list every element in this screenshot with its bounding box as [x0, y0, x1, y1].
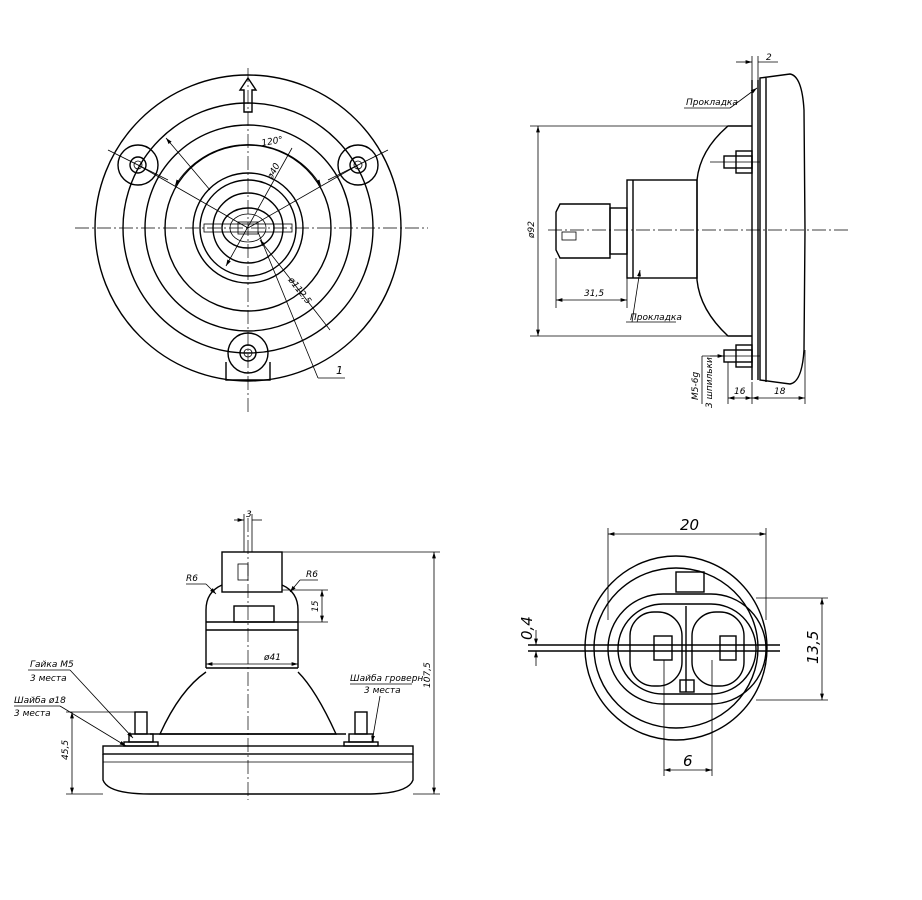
dim-2: 2	[766, 53, 772, 63]
label-3-studs: 3 шпильки	[705, 357, 715, 408]
terminal-right	[719, 635, 737, 661]
dim-107-5: 107,5	[423, 662, 433, 688]
up-arrow-icon	[238, 76, 258, 113]
front-connector-ring	[212, 192, 284, 264]
side-stud-top	[710, 150, 760, 174]
mount-boss-bottom	[227, 332, 269, 374]
dim-31-5: 31,5	[584, 289, 604, 299]
angle-120-arc	[174, 144, 322, 187]
front-inner-ring	[164, 144, 332, 312]
label-gasket-top: Прокладка	[686, 98, 738, 108]
dim-3: 3	[246, 510, 252, 520]
bottom-view: 3 R6 R6 15 ø41 107,5 45,5 Гайка М5 3 мес…	[14, 510, 440, 800]
front-bolt-circle	[122, 102, 374, 354]
dim-13-5: 13,5	[804, 631, 822, 664]
dim-dia-92: ø92	[527, 221, 537, 239]
side-lens	[759, 73, 806, 385]
label-spring-washer-qty: 3 места	[364, 686, 401, 696]
dim-dia-41: ø41	[263, 653, 281, 663]
bottom-lens	[102, 754, 414, 795]
front-outer-rim	[94, 74, 402, 382]
dim-6: 6	[683, 752, 693, 770]
connector-outer-ring	[584, 555, 768, 741]
bottom-connector	[221, 551, 283, 593]
dim-r6-right: R6	[306, 570, 318, 580]
terminal-left	[653, 635, 673, 661]
label-spring-washer: Шайба гроверн.	[350, 674, 426, 684]
connector-body	[607, 593, 767, 705]
side-neck	[626, 179, 698, 279]
dim-15: 15	[311, 600, 321, 612]
dim-angle-120: 120°	[261, 135, 284, 149]
dim-20: 20	[680, 516, 699, 534]
dim-45-5: 45,5	[61, 740, 71, 760]
front-middle-ring	[144, 124, 352, 332]
bottom-base-plate	[102, 745, 414, 755]
dim-r6-left: R6	[186, 574, 198, 584]
connector-key-tab	[675, 571, 705, 593]
front-view: 120° ø40 ø112,5 1	[75, 68, 428, 415]
connector-view: 20 0,4 13,5 6	[518, 516, 828, 776]
label-m5-6g: M5-6g	[691, 372, 701, 400]
label-gasket-bottom: Прокладка	[630, 313, 682, 323]
bottom-stud-right	[343, 711, 379, 747]
dim-18: 18	[774, 387, 786, 397]
label-washer-18-qty: 3 места	[14, 709, 51, 719]
label-nut-m5: Гайка М5	[30, 660, 74, 670]
bottom-stud-left	[123, 711, 159, 747]
front-hub-outer	[192, 172, 304, 284]
dim-0-4: 0,4	[518, 616, 536, 640]
side-connector	[555, 203, 611, 259]
side-view: ø92 31,5 Прокладка Прокладка 2 16 18 M5-…	[527, 53, 848, 408]
label-washer-18: Шайба ø18	[14, 696, 66, 706]
dim-dia-40: ø40	[265, 161, 282, 182]
dim-dia-112-5: ø112,5	[285, 275, 313, 307]
front-connector-body	[221, 207, 275, 249]
front-bottom-tab	[225, 362, 271, 381]
dim-16: 16	[734, 387, 746, 397]
callout-1: 1	[336, 364, 343, 377]
label-nut-qty: 3 места	[30, 674, 67, 684]
